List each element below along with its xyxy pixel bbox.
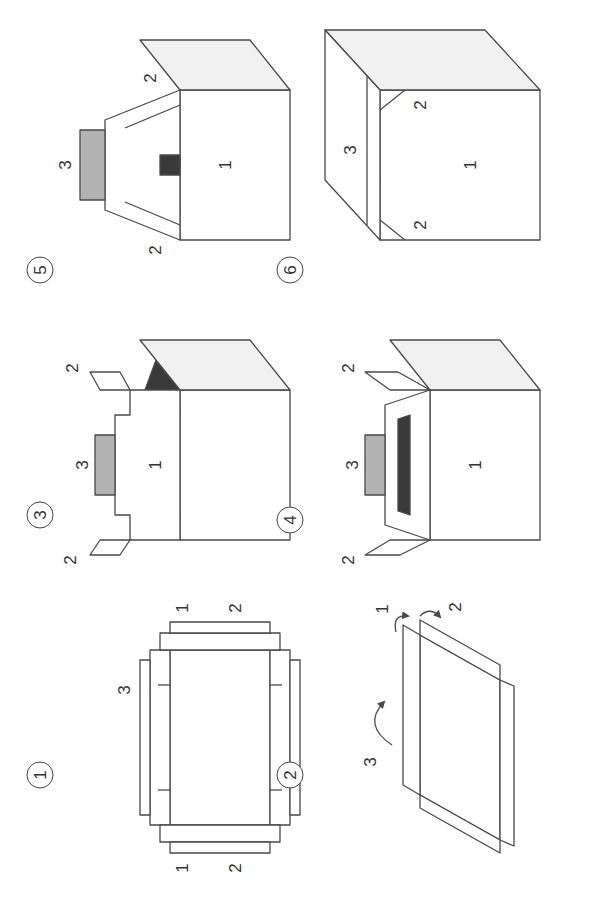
end-wall xyxy=(160,825,280,842)
box-top xyxy=(325,30,380,240)
standing-wall xyxy=(115,390,180,540)
fold-number: 2 xyxy=(64,363,81,372)
flap-crease xyxy=(380,90,405,110)
step-number: 5 xyxy=(32,265,49,274)
fold-arrow xyxy=(420,611,440,617)
fold-number: 2 xyxy=(340,555,357,564)
flap-crease xyxy=(125,105,180,128)
step-number: 1 xyxy=(32,770,49,779)
step-circle: 4 xyxy=(277,507,304,534)
fold-number: 2 xyxy=(147,245,164,254)
fold-number: 3 xyxy=(74,460,91,469)
side-wall xyxy=(500,680,514,846)
step-number: 2 xyxy=(282,770,299,779)
slit xyxy=(158,684,170,685)
flap-crease xyxy=(380,220,405,240)
tab-seam xyxy=(366,76,367,225)
fold-arrow xyxy=(395,616,408,632)
fold-number: 2 xyxy=(227,863,244,872)
sloped-lid xyxy=(105,90,180,240)
end-wall xyxy=(420,620,500,680)
slit xyxy=(270,684,282,685)
box-side xyxy=(140,340,290,390)
fold-number: 2 xyxy=(412,100,429,109)
corner-flap xyxy=(90,540,130,555)
fold-number: 3 xyxy=(344,460,361,469)
box-front xyxy=(180,390,290,540)
corner-flap xyxy=(365,372,430,390)
step-number: 3 xyxy=(32,510,49,519)
fold-number: 2 xyxy=(447,602,464,611)
side-wall xyxy=(270,650,290,825)
end-flap xyxy=(170,842,270,853)
step-circle: 1 xyxy=(27,762,54,789)
fold-number: 1 xyxy=(374,604,391,613)
fold-number: 2 xyxy=(227,603,244,612)
flap-crease xyxy=(125,202,180,225)
box-front xyxy=(180,90,290,240)
slot xyxy=(398,415,410,515)
fold-number: 3 xyxy=(57,160,74,169)
flat-blank xyxy=(140,622,300,853)
base-panel xyxy=(170,650,270,825)
box-step xyxy=(90,340,290,555)
box-front xyxy=(430,390,540,540)
slit xyxy=(158,789,170,790)
fold-arrow xyxy=(375,702,392,745)
fold-number: 3 xyxy=(362,757,379,766)
fold-number: 1 xyxy=(217,160,234,169)
fold-number: 3 xyxy=(116,685,133,694)
fold-number: 2 xyxy=(142,73,159,82)
wall-strip xyxy=(140,660,150,815)
box-step xyxy=(365,340,540,555)
folding-wall xyxy=(385,390,430,540)
side-wall xyxy=(403,625,420,795)
step-number: 4 xyxy=(282,515,299,524)
box-side xyxy=(140,40,290,90)
fold-number: 1 xyxy=(174,603,191,612)
fold-number: 2 xyxy=(412,220,429,229)
tab xyxy=(365,435,385,495)
slot xyxy=(160,155,180,175)
tab xyxy=(80,130,105,200)
fold-number: 1 xyxy=(467,460,484,469)
fold-number: 3 xyxy=(342,145,359,154)
step-number: 6 xyxy=(282,265,299,274)
fold-number: 1 xyxy=(462,160,479,169)
box-step xyxy=(80,40,290,240)
fold-number: 2 xyxy=(62,555,79,564)
box-front xyxy=(380,90,540,240)
fold-number: 1 xyxy=(147,460,164,469)
tab xyxy=(95,435,115,495)
step-circle: 2 xyxy=(277,762,304,789)
wall-strip xyxy=(290,660,300,815)
side-wall xyxy=(150,650,170,825)
fold-number: 2 xyxy=(340,363,357,372)
corner-flap xyxy=(90,372,130,390)
closed-box xyxy=(325,30,540,240)
fold-number: 1 xyxy=(174,863,191,872)
step-circle: 6 xyxy=(277,257,304,284)
end-flap xyxy=(170,622,270,633)
folding-blank xyxy=(375,611,514,853)
end-wall xyxy=(420,795,500,853)
corner-flap xyxy=(365,540,430,555)
step-circle: 5 xyxy=(27,257,54,284)
step-circle: 3 xyxy=(27,502,54,529)
end-wall xyxy=(160,633,280,650)
slit xyxy=(270,789,282,790)
